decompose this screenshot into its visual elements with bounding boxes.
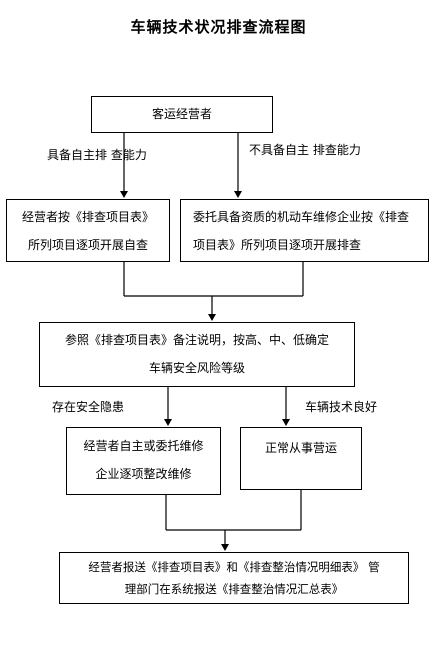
- edge-label-hazard: 存在安全隐患: [52, 400, 125, 414]
- edge-label-capable: 具备自主排 查能力: [47, 146, 147, 164]
- node-report-line-2: 理部门在系统报送《排查整治情况汇总表》: [124, 582, 344, 596]
- node-report-line-1: 经营者报送《排查项目表》和《排查整治情况明细表》 管: [88, 560, 380, 574]
- edge-label-not-capable-line-1: 不具备自主: [249, 143, 310, 157]
- edge-label-not-capable-line-2: 排查能力: [312, 143, 361, 157]
- node-operator: 客运经营者: [91, 96, 273, 133]
- node-entrust-check-line-2: 项目表》所列项目逐项开展排查: [193, 238, 362, 252]
- node-self-check-line-2: 所列项目逐项开展自查: [27, 238, 148, 252]
- edge-label-not-capable: 不具备自主 排查能力: [249, 141, 361, 159]
- node-operator-label: 客运经营者: [151, 107, 212, 121]
- node-normal-operation: 正常从事营运: [240, 427, 362, 490]
- node-repair-line-1: 经营者自主或委托维修: [83, 439, 204, 453]
- edge-label-capable-line-2: 查能力: [110, 148, 147, 162]
- node-repair: 经营者自主或委托维修 企业逐项整改维修: [66, 427, 221, 495]
- node-entrust-check-line-1: 委托具备资质的机动车维修企业按《排查: [193, 210, 410, 224]
- node-risk-level-line-1: 参照《排查项目表》备注说明，按高、中、低确定: [64, 333, 329, 347]
- node-entrust-check: 委托具备资质的机动车维修企业按《排查 项目表》所列项目逐项开展排查: [180, 199, 429, 262]
- node-self-check-line-1: 经营者按《排查项目表》: [21, 210, 154, 224]
- node-risk-level: 参照《排查项目表》备注说明，按高、中、低确定 车辆安全风险等级: [39, 322, 355, 387]
- node-report: 经营者报送《排查项目表》和《排查整治情况明细表》 管 理部门在系统报送《排查整治…: [59, 552, 409, 604]
- page-title: 车辆技术状况排查流程图: [130, 18, 307, 36]
- node-normal-operation-label: 正常从事营运: [264, 441, 337, 455]
- edge-label-good: 车辆技术良好: [305, 400, 378, 414]
- edge-label-capable-line-1: 具备自主排: [47, 148, 108, 162]
- node-repair-line-2: 企业逐项整改维修: [95, 467, 192, 481]
- node-risk-level-line-2: 车辆安全风险等级: [148, 361, 245, 375]
- node-self-check: 经营者按《排查项目表》 所列项目逐项开展自查: [6, 199, 170, 262]
